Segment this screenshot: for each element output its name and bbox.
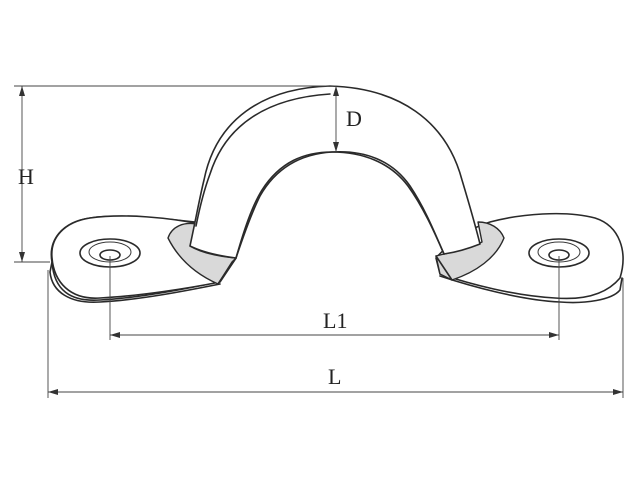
hole-spacing-dimension: L1	[109, 256, 560, 340]
depth-label: D	[346, 106, 362, 131]
overall-length-dimension: L	[47, 270, 624, 398]
hole-spacing-label: L1	[323, 308, 347, 333]
height-dimension: H	[14, 85, 336, 263]
arch-loop	[167, 85, 505, 285]
overall-length-label: L	[328, 364, 341, 389]
depth-dimension: D	[333, 86, 362, 152]
height-label: H	[18, 164, 34, 189]
